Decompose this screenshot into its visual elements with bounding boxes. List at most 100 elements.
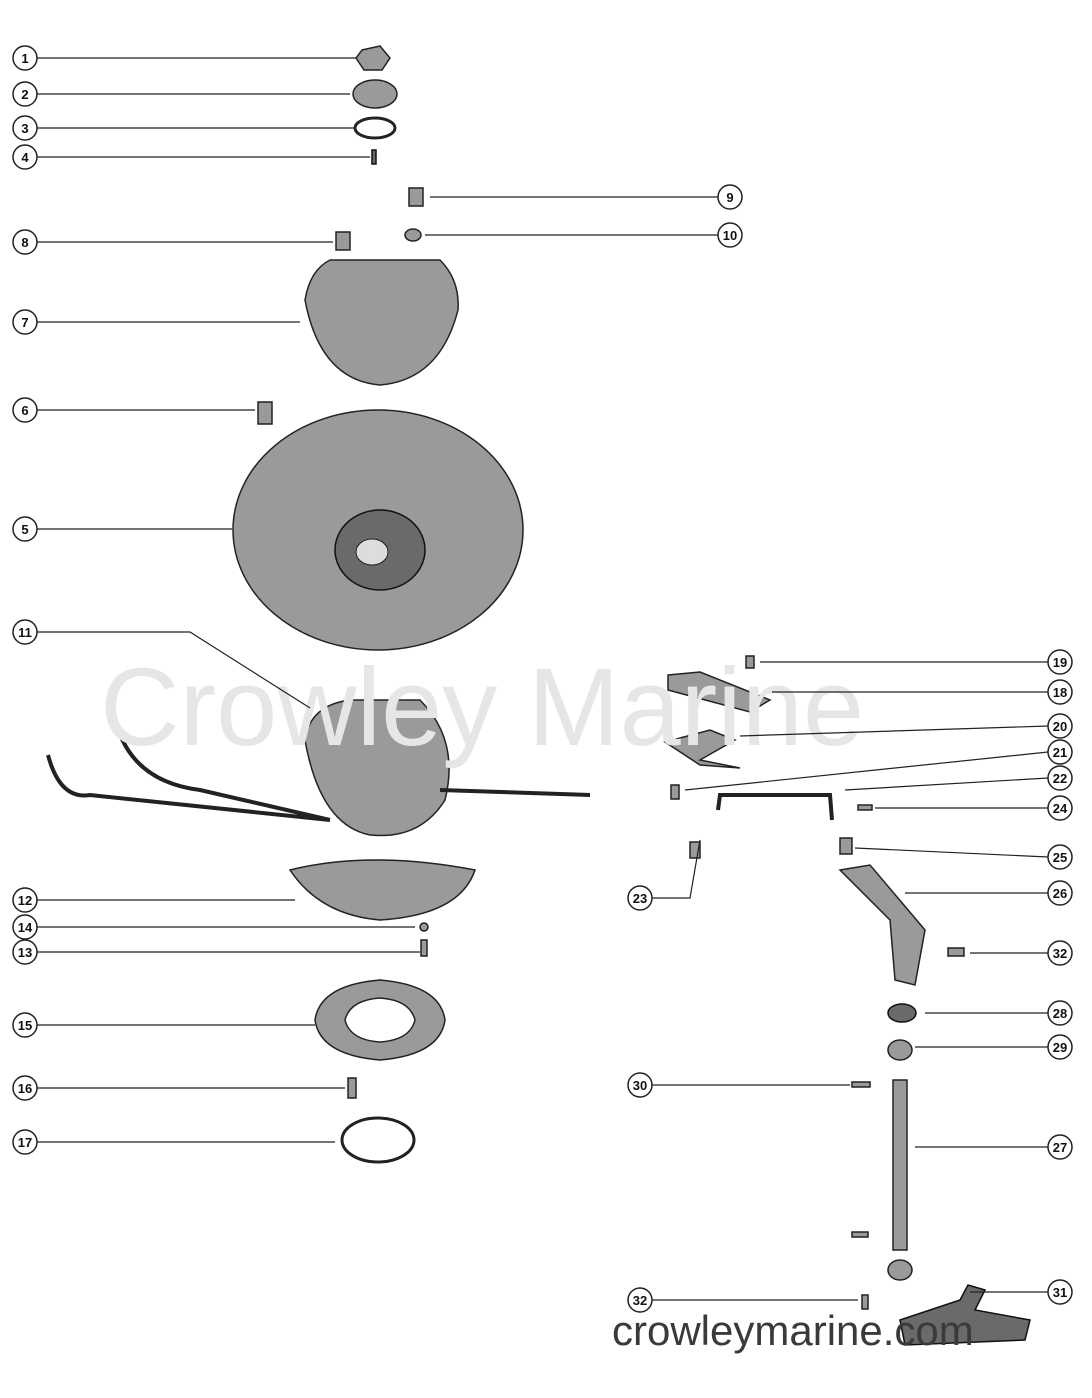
callout-24: 24 (875, 795, 1073, 821)
callout-circle (1047, 844, 1073, 870)
part-washer-10 (404, 228, 422, 242)
part-screw-13 (420, 939, 428, 957)
callout-29: 29 (915, 1034, 1073, 1060)
callout-number: 7 (21, 315, 28, 330)
part-bracket-18 (667, 671, 772, 713)
part-bushing-29 (887, 1039, 913, 1061)
part-washer-14 (419, 922, 429, 932)
callout-circle (1047, 1034, 1073, 1060)
callout-5: 5 (12, 516, 232, 542)
callout-circle (12, 45, 38, 71)
callout-31: 31 (970, 1279, 1073, 1305)
callout-number: 25 (1053, 850, 1067, 865)
callout-32: 32 (970, 940, 1073, 966)
callout-number: 11 (18, 625, 32, 640)
callout-22: 22 (844, 765, 1073, 791)
callout-number: 5 (21, 522, 28, 537)
part-ring (353, 116, 397, 140)
part-ring-17 (340, 1116, 416, 1164)
part-screw-16 (347, 1077, 357, 1099)
callout-number: 8 (21, 235, 28, 250)
callout-7: 7 (12, 309, 300, 335)
part-screw-9 (408, 187, 424, 207)
callout-9: 9 (430, 184, 743, 210)
part-arm-31 (899, 1284, 1031, 1346)
callout-circle (1047, 1279, 1073, 1305)
part-nut (355, 45, 391, 71)
callout-number: 21 (1053, 745, 1067, 760)
callout-11: 11 (12, 619, 311, 709)
part-pin-24 (857, 804, 873, 811)
callout-number: 15 (18, 1018, 32, 1033)
leader-line (37, 631, 311, 709)
callout-number: 17 (18, 1135, 32, 1150)
part-key (371, 149, 377, 165)
callout-13: 13 (12, 939, 420, 965)
callout-number: 22 (1053, 771, 1067, 786)
part-stator-plate (314, 979, 446, 1061)
callout-number: 10 (723, 228, 737, 243)
callout-circle (717, 184, 743, 210)
part-screw-21 (670, 784, 680, 800)
part-fitting-25 (839, 837, 853, 855)
callout-circle (12, 229, 38, 255)
callout-circle (12, 516, 38, 542)
callout-number: 13 (18, 945, 32, 960)
callout-circle (12, 1012, 38, 1038)
callout-26: 26 (905, 880, 1073, 906)
callout-3: 3 (12, 115, 355, 141)
callout-12: 12 (12, 887, 295, 913)
callout-circle (12, 309, 38, 335)
callout-circle (1047, 795, 1073, 821)
callout-8: 8 (12, 229, 333, 255)
callout-circle (12, 1129, 38, 1155)
callout-circle (1047, 679, 1073, 705)
watermark: Crowley Marine (100, 646, 864, 769)
part-lever-26 (838, 864, 926, 986)
part-bushing-lower (887, 1259, 913, 1281)
callout-number: 23 (633, 891, 647, 906)
callout-number: 20 (1053, 719, 1067, 734)
part-stator (304, 699, 450, 837)
callout-number: 1 (21, 51, 28, 66)
callout-number: 30 (633, 1078, 647, 1093)
part-screw-32b (861, 1294, 869, 1310)
callout-circle (1047, 940, 1073, 966)
callout-number: 2 (21, 87, 28, 102)
callout-number: 14 (18, 920, 33, 935)
callout-circle (1047, 1000, 1073, 1026)
callout-circle (12, 397, 38, 423)
callout-circle (12, 115, 38, 141)
callout-circle (12, 887, 38, 913)
callout-18: 18 (772, 679, 1073, 705)
part-flywheel-bore (355, 538, 389, 566)
part-cup (304, 259, 459, 386)
callout-circle (1047, 765, 1073, 791)
callout-32: 32 (627, 1287, 858, 1313)
callout-number: 4 (21, 150, 29, 165)
callout-21: 21 (684, 739, 1073, 791)
part-screw-8 (335, 231, 351, 251)
part-shaft-27 (892, 1079, 908, 1251)
part-screw-6 (257, 401, 273, 425)
callout-circle (1047, 1134, 1073, 1160)
footer-url: crowleymarine.com (612, 1307, 974, 1354)
leader-line (739, 725, 1049, 737)
callout-circle (627, 885, 653, 911)
callout-circle (12, 619, 38, 645)
callout-number: 32 (633, 1293, 647, 1308)
part-screw-32 (947, 947, 965, 957)
callout-19: 19 (760, 649, 1073, 675)
callout-number: 31 (1053, 1285, 1067, 1300)
part-screw-19 (745, 655, 755, 669)
callout-number: 3 (21, 121, 28, 136)
callout-10: 10 (425, 222, 743, 248)
callout-number: 9 (726, 190, 733, 205)
leader-line (854, 847, 1049, 858)
callout-circle (12, 914, 38, 940)
callout-circle (717, 222, 743, 248)
callout-number: 28 (1053, 1006, 1067, 1021)
callout-circle (627, 1072, 653, 1098)
